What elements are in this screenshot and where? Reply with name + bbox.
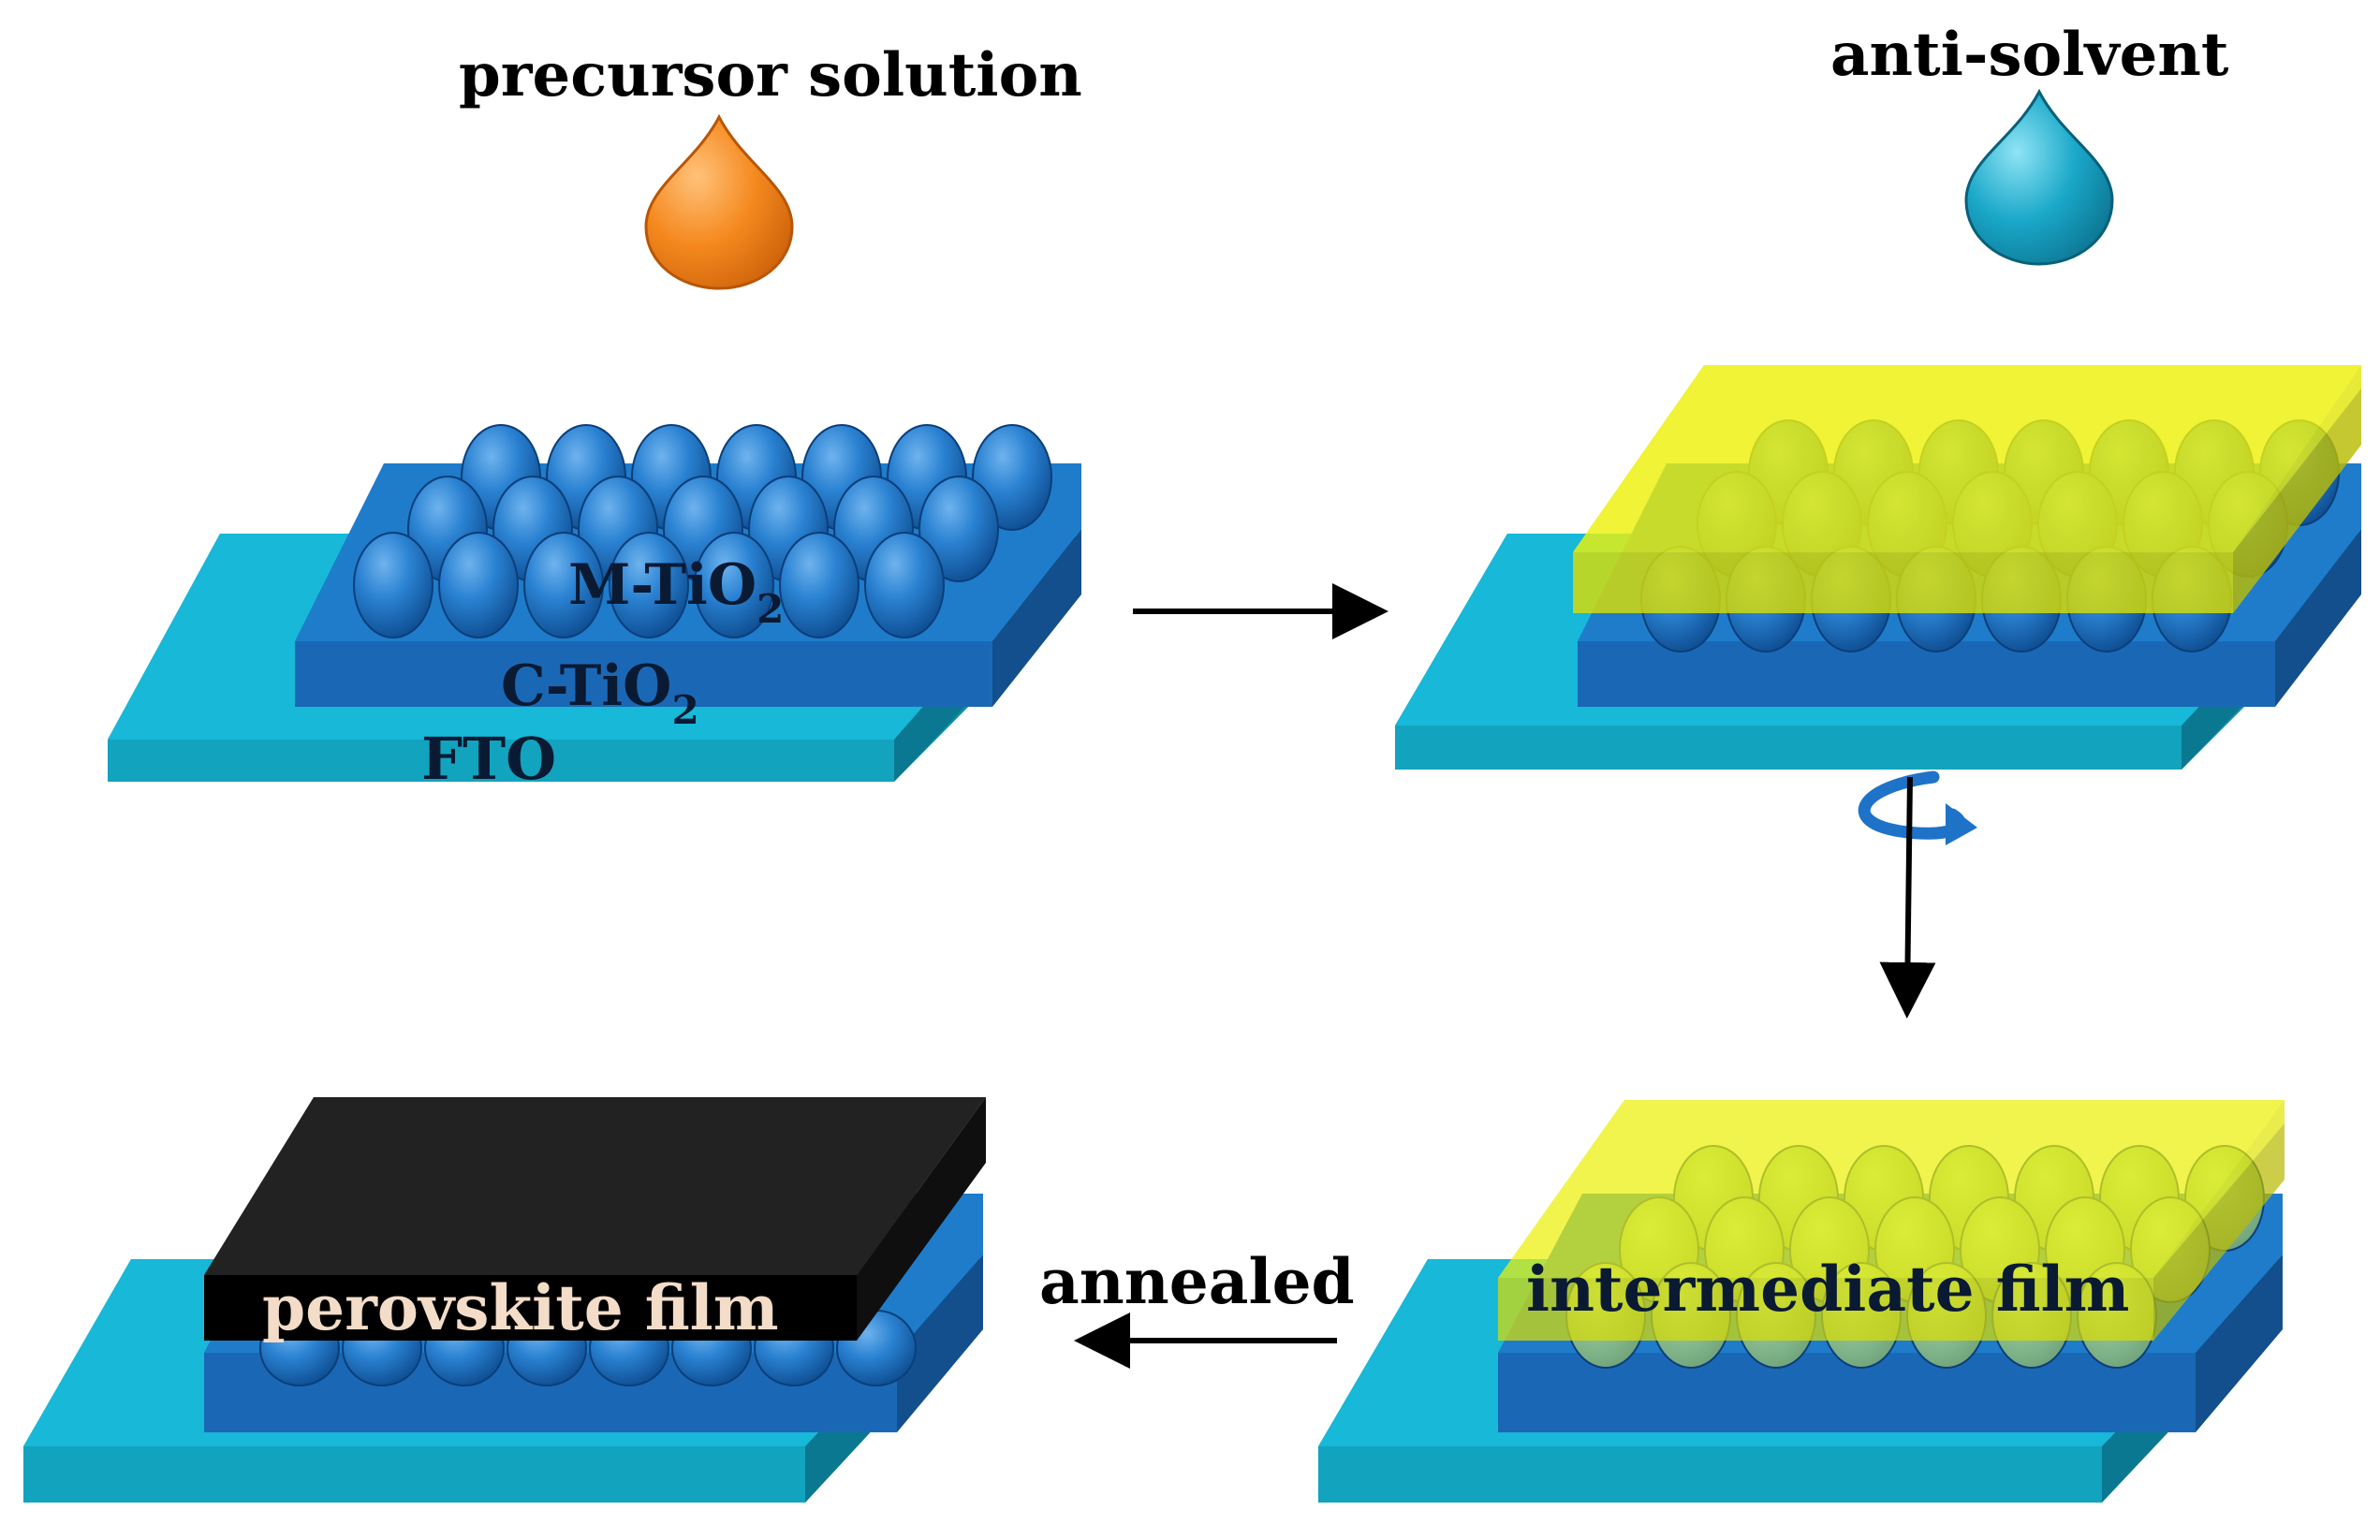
tio2-sphere	[353, 532, 433, 638]
mtio2-spheres	[353, 424, 1052, 638]
tio2-sphere	[609, 532, 689, 638]
ctio2-label: C-TiO2	[501, 653, 699, 733]
anti-solvent-label: anti-solvent	[1830, 20, 2229, 90]
tio2-sphere	[779, 532, 859, 638]
arrow-down	[1879, 776, 1936, 1019]
intermediate-film-layer	[1498, 1100, 2285, 1341]
drop-icon	[1964, 88, 2114, 266]
tio2-sphere	[694, 532, 774, 638]
tio2-sphere	[918, 476, 999, 582]
precursor-solution-label: precursor solution	[459, 40, 1082, 110]
svg-text:M-TiO2: M-TiO2	[568, 552, 784, 632]
fto-label: FTO	[421, 725, 556, 793]
mtio2-text: M-TiO	[568, 552, 757, 618]
ctio2-subscript: 2	[671, 687, 698, 733]
mtio2-subscript: 2	[757, 586, 784, 632]
tio2-sphere	[523, 532, 604, 638]
intermediate-film-label: intermediate film	[1526, 1253, 2129, 1326]
drop-icon	[644, 113, 794, 290]
perovskite-film-label: perovskite film	[262, 1271, 779, 1344]
svg-text:C-TiO2: C-TiO2	[501, 653, 699, 733]
stage1-substrate	[108, 424, 1081, 782]
mtio2-label: M-TiO2	[568, 552, 784, 632]
perovskite-film-layer	[204, 1097, 986, 1341]
annealed-label: annealed	[1039, 1245, 1355, 1318]
tio2-sphere	[438, 532, 519, 638]
ctio2-text: C-TiO	[501, 653, 671, 719]
precursor-wet-layer	[1573, 365, 2361, 613]
rotate-icon	[1858, 770, 1977, 845]
tio2-sphere	[864, 532, 945, 638]
